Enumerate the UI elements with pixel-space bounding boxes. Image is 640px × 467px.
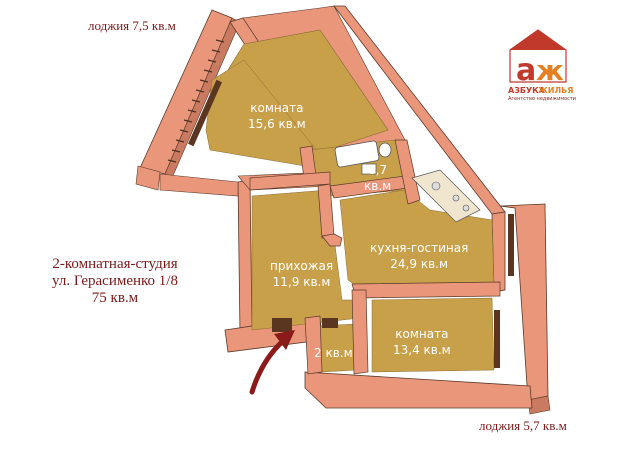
room-lower-area: 13,4 кв.м (393, 343, 451, 358)
closet-label: 2 кв.м (314, 345, 353, 361)
logo-letter-zh: ж (536, 54, 564, 87)
logo-name-part1: АЗБУКА (508, 86, 545, 95)
hallway-label: прихожая 11,9 кв.м (270, 258, 333, 290)
hallway-name: прихожая (270, 259, 334, 273)
entrance-arrow (249, 330, 295, 395)
room-upper-label: комната 15,6 кв.м (248, 100, 306, 132)
kitchen-area: 24,9 кв.м (390, 257, 449, 272)
bath-fixtures (334, 140, 392, 175)
apartment-area: 75 кв.м (91, 290, 139, 306)
inner-walls (249, 139, 501, 375)
windows (188, 79, 514, 368)
logo-letter-a: а (516, 53, 536, 88)
room-upper-area: 15,6 кв.м (248, 117, 306, 132)
room-upper-name: комната (250, 101, 304, 115)
apartment-address: ул. Герасименко 1/8 (52, 273, 178, 289)
loggia-top-label: лоджия 7,5 кв.м (88, 18, 176, 33)
kitchen-label: кухня-гостиная 24,9 кв.м (370, 240, 468, 272)
kitchen-name: кухня-гостиная (370, 241, 469, 255)
kitchen-fixtures (411, 169, 481, 223)
room-lower-name: комната (395, 327, 449, 341)
bathroom-label: 6,7 кв.м (364, 162, 391, 194)
loggia-bottom-label: лоджия 5,7 кв.м (479, 418, 567, 433)
apartment-info: 2-комнатная-студия ул. Герасименко 1/8 7… (52, 256, 178, 307)
bathroom-area-unit: кв.м (364, 179, 392, 194)
apartment-type: 2-комнатная-студия (52, 256, 178, 272)
hallway-area: 11,9 кв.м (272, 275, 331, 290)
logo-tagline: Агентство недвижимости (508, 96, 577, 102)
door-frames (272, 318, 338, 332)
brand-logo: а ж (509, 29, 567, 88)
bathroom-area-value: 6,7 (368, 163, 388, 177)
closet-area: 2 кв.м (314, 346, 353, 360)
room-lower-label: комната 13,4 кв.м (393, 326, 451, 358)
loggia-top-shape (135, 9, 241, 191)
logo-name-part2: ЖИЛЬЯ (538, 86, 574, 95)
